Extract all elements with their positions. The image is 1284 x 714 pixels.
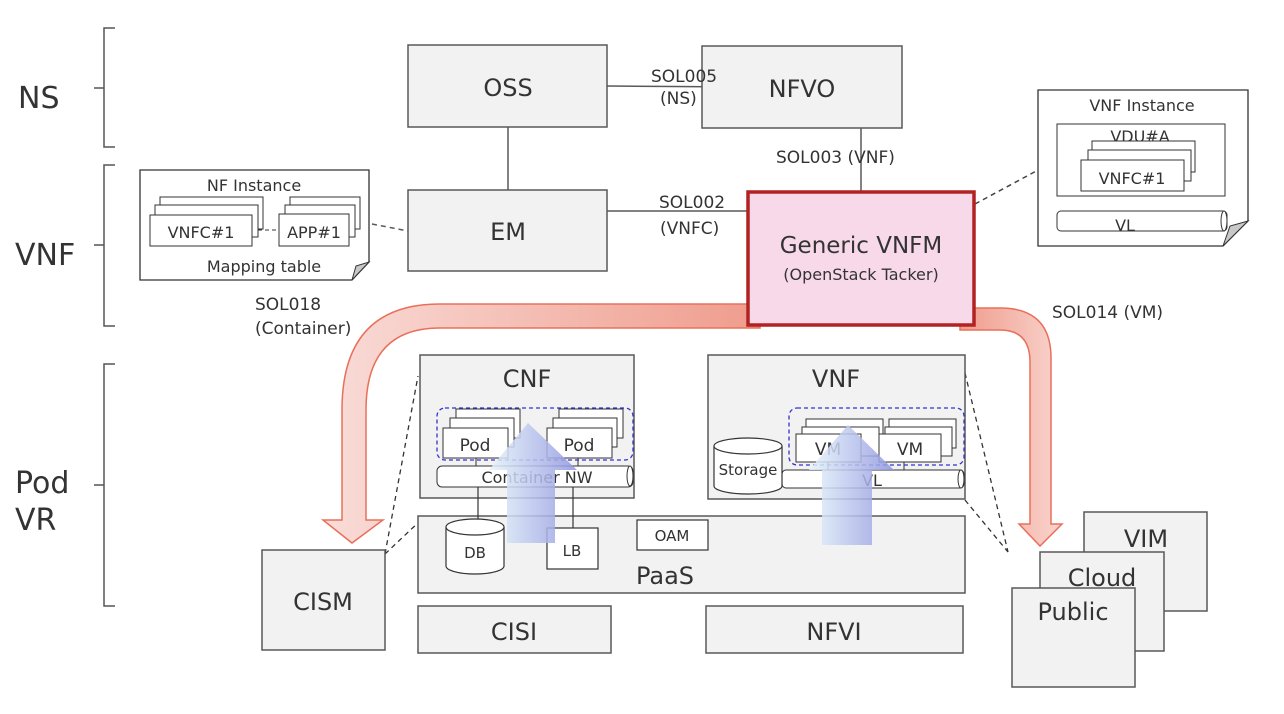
- oam-box: OAM: [636, 519, 709, 551]
- db-label: DB: [464, 544, 486, 562]
- nf-app-stack: APP#1: [278, 213, 350, 247]
- sol003-label: SOL003 (VNF): [776, 148, 895, 168]
- cism-label: CISM: [293, 588, 353, 616]
- vim-vnf-zoom-line-bottom: [964, 499, 1009, 553]
- vnf-instance-vl-label: VL: [1115, 216, 1135, 235]
- public-label: Public: [1037, 598, 1108, 626]
- oam-label: OAM: [655, 527, 690, 545]
- em-label: EM: [490, 218, 526, 246]
- layer-label-pod: Pod: [15, 466, 69, 501]
- oss-box[interactable]: OSS: [407, 44, 608, 128]
- layer-label-ns: NS: [18, 81, 59, 116]
- sol018-label: SOL018: [255, 295, 321, 315]
- sol018-container-label: (Container): [255, 319, 351, 339]
- cisi-box[interactable]: CISI: [417, 605, 612, 654]
- cnf-pod-stack-1: Pod: [442, 408, 521, 459]
- pod-label-2: Pod: [564, 436, 595, 456]
- nfvi-box[interactable]: NFVI: [705, 605, 964, 654]
- layer-bracket-vnf: [94, 164, 115, 327]
- sol018-container-arrow: [320, 303, 761, 544]
- layer-bracket-ns: [94, 27, 115, 148]
- nfvo-label: NFVO: [769, 75, 836, 103]
- paas-label: PaaS: [636, 562, 694, 590]
- db-cylinder: DB: [445, 518, 505, 575]
- sol014-vm-arrow: [959, 307, 1064, 548]
- sol002-vnfc-label: (VNFC): [660, 219, 719, 239]
- cnf-label: CNF: [503, 365, 552, 393]
- cism-cnf-zoom-line-top: [384, 375, 419, 555]
- nfvi-label: NFVI: [806, 618, 861, 646]
- lb-label: LB: [563, 542, 582, 560]
- cism-box[interactable]: CISM: [261, 549, 386, 651]
- pod-label-1: Pod: [460, 436, 491, 456]
- layer-label-vr: VR: [15, 503, 56, 538]
- vnf-instance-document: VNF Instance VDU#A VNFC#1 VL: [1037, 89, 1250, 247]
- nf-app-label: APP#1: [287, 223, 341, 242]
- vm-stack-2: VM: [878, 418, 957, 463]
- lb-box: LB: [546, 527, 599, 570]
- nf-instance-document: NF Instance VNFC#1 APP#1 Mapping table: [139, 169, 371, 281]
- cnf-up-arrow: [489, 423, 577, 543]
- nf-instance-em-dashed-link: [371, 223, 409, 232]
- oss-label: OSS: [483, 74, 532, 102]
- storage-cylinder: Storage: [713, 437, 783, 495]
- mapping-table-label: Mapping table: [207, 257, 321, 276]
- storage-label: Storage: [719, 461, 778, 479]
- vnfm-title: Generic VNFM: [780, 233, 943, 259]
- nfvo-box[interactable]: NFVO: [701, 45, 903, 129]
- vl-pipe: VL: [781, 469, 965, 490]
- vim-vnf-zoom-line-top: [964, 372, 1009, 553]
- vim-label: VIM: [1124, 525, 1168, 553]
- vm-label-2: VM: [897, 440, 923, 460]
- vnf-up-arrow: [809, 425, 894, 545]
- public-box[interactable]: Public: [1011, 587, 1136, 688]
- em-box[interactable]: EM: [407, 189, 608, 272]
- nf-instance-title: NF Instance: [207, 176, 301, 195]
- sol005-label: SOL005: [651, 67, 717, 87]
- sol002-label: SOL002: [659, 193, 725, 213]
- vnf-instance-title: VNF Instance: [1089, 96, 1194, 115]
- vnf-box-label: VNF: [812, 365, 860, 393]
- vnf-instance-vl-pipe: VL: [1056, 210, 1228, 235]
- vnfm-subtitle: (OpenStack Tacker): [783, 265, 938, 284]
- vnfm-vnf-instance-dashed-link: [974, 168, 1041, 205]
- layer-bracket-pod-vr: [94, 363, 115, 607]
- sol014-label: SOL014 (VM): [1052, 303, 1163, 323]
- vnf-instance-vnfc-label: VNFC#1: [1099, 169, 1166, 188]
- sol005-ns-label: (NS): [660, 89, 697, 109]
- layer-label-vnf: VNF: [15, 238, 75, 273]
- nf-vnfc-stack: VNFC#1: [149, 214, 253, 247]
- vnf-instance-vnfc-stack: VNFC#1: [1080, 159, 1185, 192]
- cisi-label: CISI: [491, 618, 537, 646]
- nf-vnfc-label: VNFC#1: [168, 223, 235, 242]
- generic-vnfm-box[interactable]: Generic VNFM (OpenStack Tacker): [746, 190, 976, 327]
